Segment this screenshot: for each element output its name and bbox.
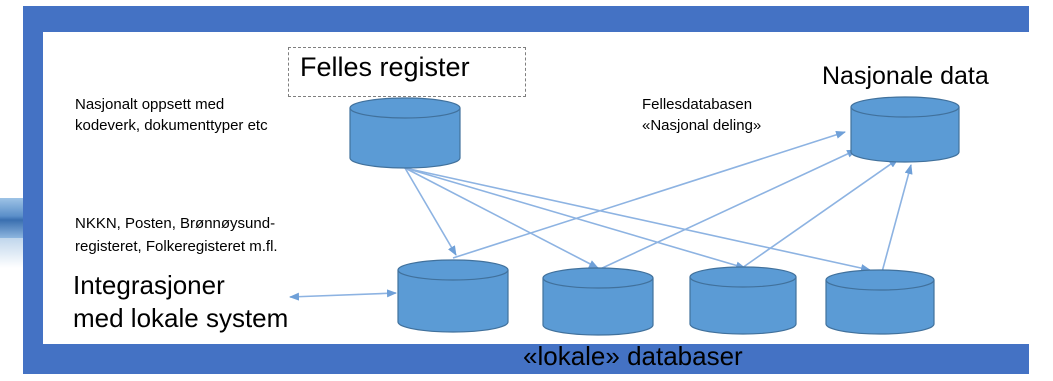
arrow-db1-to-nasjonale <box>452 130 846 259</box>
arrow-integrasjoner <box>289 289 397 301</box>
integrasjoner-title-line1: Integrasjoner <box>73 270 225 300</box>
lokale-databaser-title: «lokale» databaser <box>523 341 743 371</box>
nasjonale-data-database-icon <box>850 96 960 163</box>
arrow-db4-to-nasjonale <box>881 164 913 273</box>
fellesdatabasen-line2: «Nasjonal deling» <box>642 117 762 134</box>
arrow-register-to-db2 <box>404 167 599 269</box>
fellesdatabasen-line1: Fellesdatabasen <box>642 96 753 113</box>
integrasjoner-sources-line2: registeret, Folkeregisteret m.fl. <box>75 238 278 255</box>
nasjonale-data-title: Nasjonale data <box>822 62 989 90</box>
arrow-db2-to-nasjonale <box>597 149 857 271</box>
lokal-database-2-icon <box>542 267 654 336</box>
integrasjoner-sources-line1: NKKN, Posten, Brønnøysund- <box>75 215 276 232</box>
felles-register-box <box>288 47 526 97</box>
lokal-database-4-icon <box>825 269 935 335</box>
integrasjoner-title-line2: med lokale system <box>73 303 289 333</box>
arrow-register-to-db4 <box>404 167 871 272</box>
right-margin <box>1040 0 1053 381</box>
lokal-database-1-icon <box>397 259 509 333</box>
lokal-database-3-icon <box>689 266 797 335</box>
arrow-db3-to-nasjonale <box>741 158 899 269</box>
nasjonalt-oppsett-line2: kodeverk, dokumenttyper etc <box>75 117 268 134</box>
arrow-register-to-db1 <box>404 167 457 256</box>
felles-register-title: Felles register <box>300 52 470 82</box>
nasjonalt-oppsett-line1: Nasjonalt oppsett med <box>75 96 225 113</box>
felles-register-database-icon <box>349 97 461 169</box>
